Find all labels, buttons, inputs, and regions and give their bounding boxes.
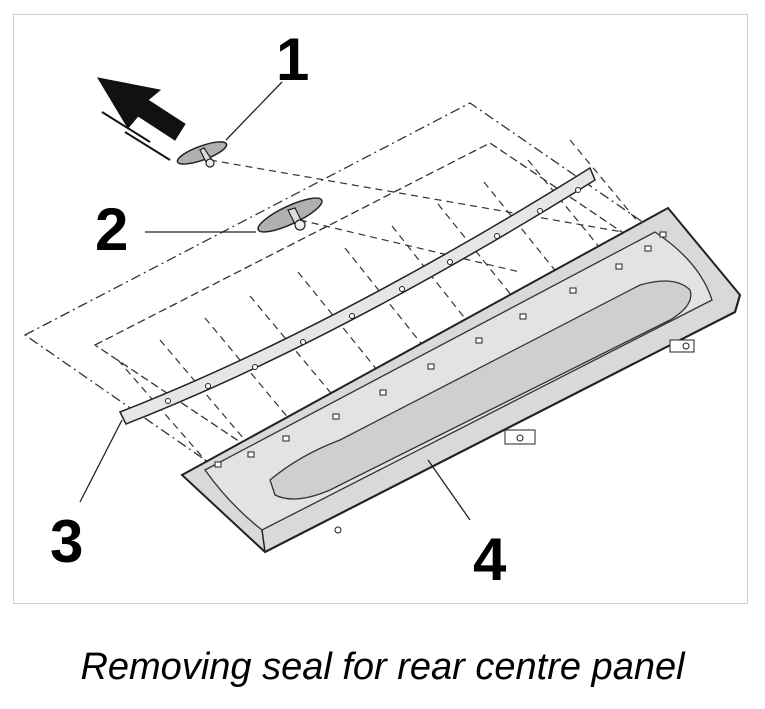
clip-item-2: [257, 197, 323, 233]
figure-caption: Removing seal for rear centre panel: [80, 646, 685, 688]
callout-1: 1: [276, 26, 310, 93]
seal-strip: [118, 166, 596, 425]
rear-centre-panel: [180, 206, 742, 554]
arrow-up-left-icon: [96, 77, 186, 161]
callout-2: 2: [95, 196, 129, 263]
leader-lines: [79, 81, 471, 521]
callout-3: 3: [50, 508, 84, 575]
clip-item-1: [176, 141, 228, 168]
callout-4: 4: [473, 526, 507, 593]
